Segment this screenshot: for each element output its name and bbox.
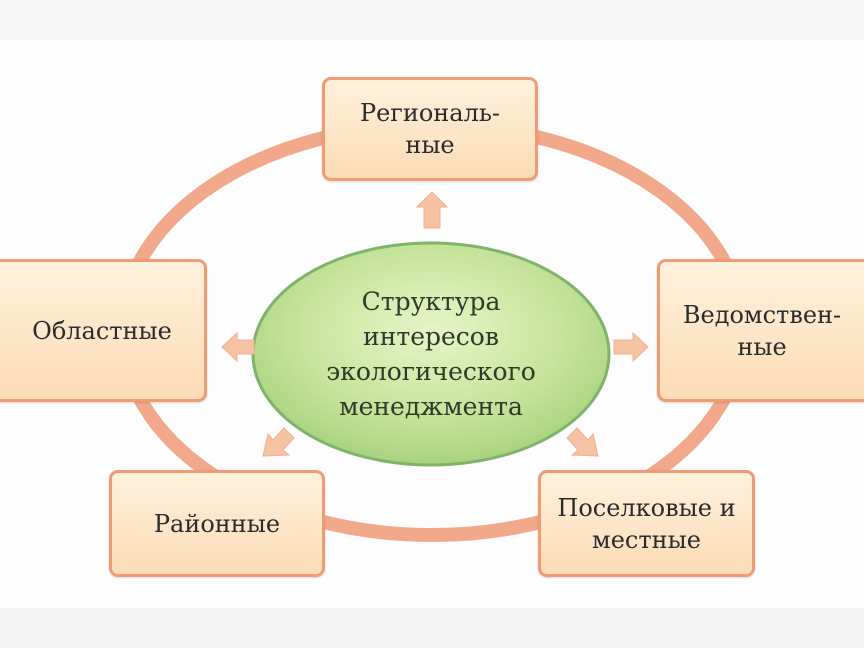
node-settlement-local: Поселковые и местные	[538, 470, 755, 577]
center-label: Структура интересов экологического менед…	[326, 287, 536, 421]
node-departmental: Ведомствен- ные	[657, 259, 864, 402]
node-district: Районные	[109, 470, 325, 577]
node-district-label: Районные	[153, 509, 281, 538]
arrow-down-left	[262, 427, 295, 457]
node-oblast: Областные	[0, 259, 207, 402]
arrow-left	[221, 331, 255, 363]
center-node: Структура интересов экологического менед…	[253, 243, 609, 465]
node-settlement-local-label: Поселковые и местные	[557, 493, 736, 554]
node-regional-label: Регио­наль- ные	[359, 99, 501, 159]
arrow-up	[415, 191, 449, 229]
node-departmental-label: Ведомствен- ные	[682, 300, 842, 361]
arrow-right	[613, 331, 649, 363]
node-regional: Регио­наль- ные	[322, 77, 538, 181]
arrow-down-right	[566, 427, 599, 457]
node-oblast-label: Областные	[32, 316, 172, 345]
